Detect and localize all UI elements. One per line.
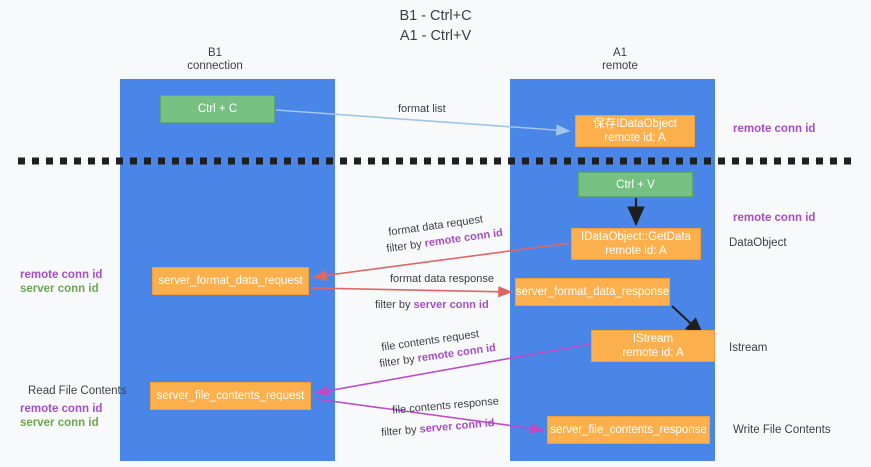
server-conn-id-text: server conn id [413,299,489,311]
node-istream[interactable]: IStream remote id: A [591,330,715,362]
left-remote-conn-id: remote conn id [20,269,103,281]
arrow-format-data-response [310,286,513,298]
node-server-format-data-request[interactable]: server_format_data_request [152,267,309,295]
node-server-file-contents-response[interactable]: server_file_contents_response [547,416,710,444]
flow-label-file-contents-response-filter: filter by server conn id [381,416,496,440]
flow-label-format-data-response-filter: filter by server conn id [375,298,489,312]
filter-by-text: filter by [380,423,421,439]
column-header-b1: B1 connection [187,47,243,72]
node-ctrl-c[interactable]: Ctrl + C [160,95,275,123]
flow-label-format-data-response: format data response [390,273,494,285]
left-label-conn-ids-bottom: remote conn id server conn id [20,402,102,430]
right-label-remote-conn-id-mid: remote conn id [733,212,816,224]
page-title: B1 - Ctrl+C A1 - Ctrl+V [399,8,472,44]
left-server-conn-id-2: server conn id [20,417,99,429]
right-label-remote-conn-id-top: remote conn id [733,123,816,135]
server-conn-id-text: server conn id [419,417,496,436]
node-server-file-contents-request[interactable]: server_file_contents_request [150,382,311,410]
left-label-conn-ids-top: remote conn id server conn id [20,268,102,296]
flow-label-file-contents-response: file contents response [391,395,500,417]
filter-by-text: filter by [378,352,419,371]
node-idataobject[interactable]: 保存IDataObject remote id: A [575,115,695,147]
left-remote-conn-id-2: remote conn id [20,403,103,415]
flow-label-format-list: format list [398,103,446,115]
right-label-istream: Istream [729,342,768,354]
node-idataobject-getdata[interactable]: IDataObject::GetData remote id: A [571,228,701,260]
filter-by-text: filter by [385,237,426,256]
column-header-a1: A1 remote [602,47,638,72]
left-label-read-file-contents: Read File Contents [28,385,127,397]
left-server-conn-id: server conn id [20,283,99,295]
right-label-data-object: DataObject [729,237,787,249]
node-ctrl-v[interactable]: Ctrl + V [578,172,693,197]
node-server-format-data-response[interactable]: server_format_data_response [515,278,670,306]
right-label-write-file-contents: Write File Contents [733,424,831,436]
filter-by-text: filter by [375,299,414,311]
